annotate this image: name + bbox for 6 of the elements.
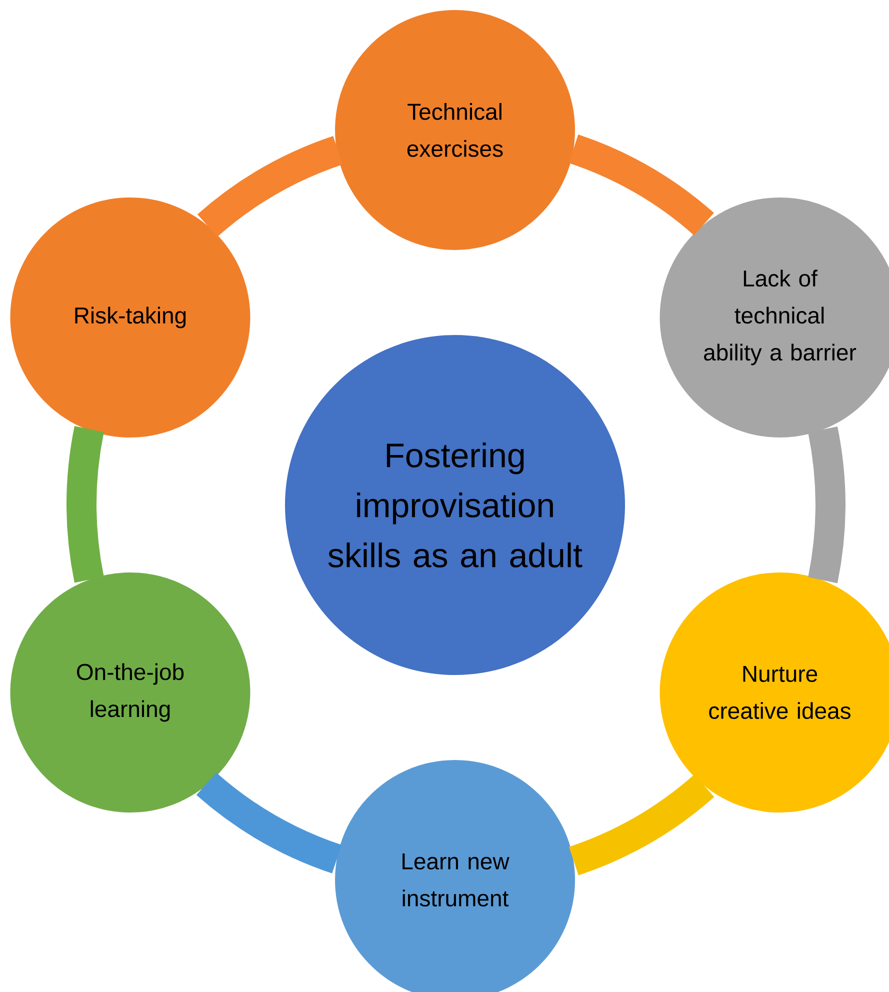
ring-segment: [198, 136, 343, 237]
ring-segment: [568, 134, 714, 236]
ring-segment: [808, 426, 846, 583]
ring-segment: [196, 772, 342, 874]
ring-segment: [568, 774, 714, 876]
ring-segment: [66, 426, 104, 582]
